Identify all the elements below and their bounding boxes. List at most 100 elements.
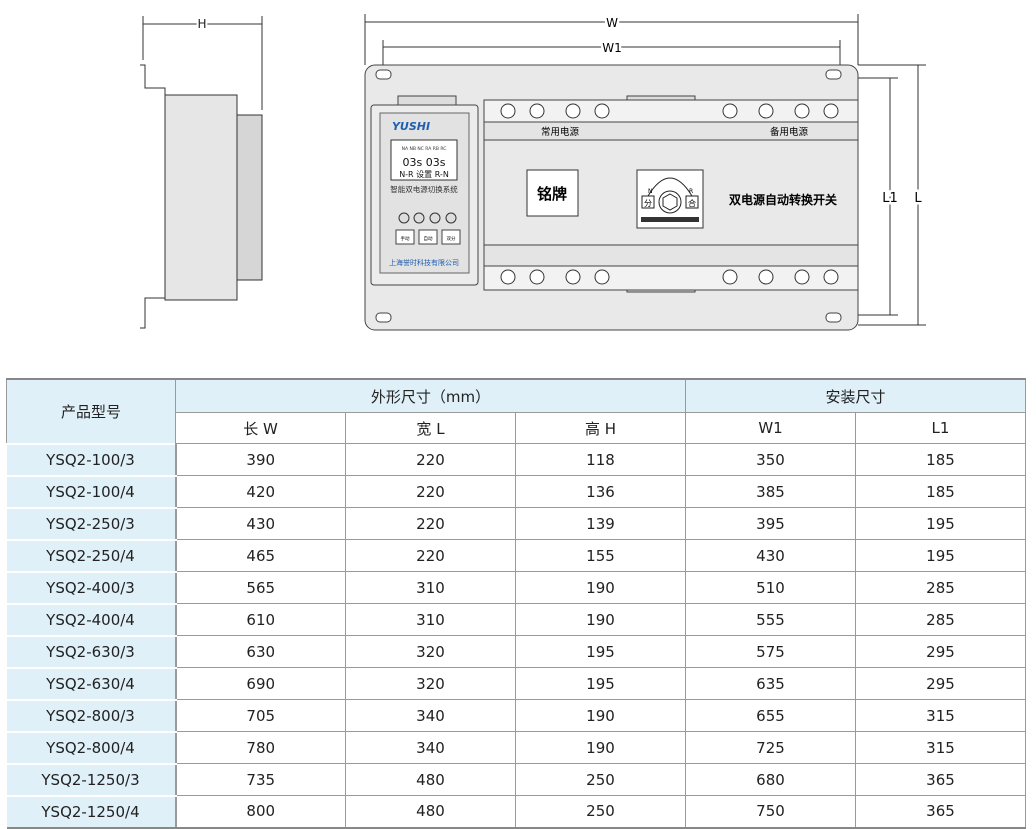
double-off-button: 双分 xyxy=(447,235,456,242)
model-cell: YSQ2-400/4 xyxy=(6,602,177,637)
value-cell: 190 xyxy=(515,603,686,636)
dim-w-label: W xyxy=(606,16,618,30)
display-value: 03s 03s xyxy=(403,156,446,169)
brand-logo: YUSHI xyxy=(392,120,430,133)
value-cell: 735 xyxy=(175,763,346,796)
value-cell: 610 xyxy=(175,603,346,636)
handle-on: 合 xyxy=(688,198,696,208)
model-cell: YSQ2-100/3 xyxy=(6,442,177,477)
model-cell: YSQ2-100/4 xyxy=(6,474,177,509)
nameplate-label: 铭牌 xyxy=(537,185,567,203)
display-labels: NA NB NC RA RB RC xyxy=(402,146,447,152)
value-cell: 630 xyxy=(175,635,346,668)
value-cell: 118 xyxy=(515,443,686,476)
value-cell: 185 xyxy=(855,443,1026,476)
model-cell: YSQ2-800/4 xyxy=(6,730,177,765)
controller-name: 智能双电源切换系统 xyxy=(390,184,458,194)
value-cell: 465 xyxy=(175,539,346,572)
value-cell: 510 xyxy=(685,571,856,604)
column-header: L1 xyxy=(855,412,1026,444)
model-cell: YSQ2-400/3 xyxy=(6,570,177,605)
value-cell: 340 xyxy=(345,699,516,732)
column-header: W1 xyxy=(685,412,856,444)
value-cell: 195 xyxy=(515,667,686,700)
model-cell: YSQ2-250/4 xyxy=(6,538,177,573)
value-cell: 250 xyxy=(515,795,686,829)
outer-dimensions-header: 外形尺寸（mm） xyxy=(175,378,686,413)
value-cell: 800 xyxy=(175,795,346,829)
value-cell: 705 xyxy=(175,699,346,732)
display-modes: N-R 设置 R-N xyxy=(399,169,449,179)
value-cell: 295 xyxy=(855,667,1026,700)
model-header: 产品型号 xyxy=(6,378,176,444)
value-cell: 780 xyxy=(175,731,346,764)
value-cell: 565 xyxy=(175,571,346,604)
front-view xyxy=(364,64,859,331)
model-cell: YSQ2-250/3 xyxy=(6,506,177,541)
product-title: 双电源自动转换开关 xyxy=(729,192,837,207)
value-cell: 220 xyxy=(345,539,516,572)
value-cell: 385 xyxy=(685,475,856,508)
dimension-lines xyxy=(364,14,926,326)
value-cell: 295 xyxy=(855,635,1026,668)
value-cell: 136 xyxy=(515,475,686,508)
value-cell: 725 xyxy=(685,731,856,764)
value-cell: 655 xyxy=(685,699,856,732)
model-cell: YSQ2-630/3 xyxy=(6,634,177,669)
value-cell: 315 xyxy=(855,731,1026,764)
value-cell: 690 xyxy=(175,667,346,700)
model-cell: YSQ2-800/3 xyxy=(6,698,177,733)
value-cell: 190 xyxy=(515,571,686,604)
value-cell: 250 xyxy=(515,763,686,796)
value-cell: 220 xyxy=(345,475,516,508)
column-header: 高 H xyxy=(515,412,686,444)
side-view xyxy=(140,16,263,329)
value-cell: 480 xyxy=(345,795,516,829)
value-cell: 390 xyxy=(175,443,346,476)
column-header: 宽 L xyxy=(345,412,516,444)
value-cell: 750 xyxy=(685,795,856,829)
value-cell: 190 xyxy=(515,731,686,764)
value-cell: 310 xyxy=(345,571,516,604)
value-cell: 315 xyxy=(855,699,1026,732)
value-cell: 320 xyxy=(345,635,516,668)
column-header: 长 W xyxy=(175,412,346,444)
value-cell: 480 xyxy=(345,763,516,796)
value-cell: 320 xyxy=(345,667,516,700)
handle-off: 分 xyxy=(644,199,652,208)
value-cell: 220 xyxy=(345,507,516,540)
value-cell: 430 xyxy=(685,539,856,572)
value-cell: 310 xyxy=(345,603,516,636)
value-cell: 340 xyxy=(345,731,516,764)
value-cell: 430 xyxy=(175,507,346,540)
handle-r: R xyxy=(689,188,693,195)
value-cell: 285 xyxy=(855,603,1026,636)
dim-h-label: H xyxy=(197,17,206,31)
normal-power-label: 常用电源 xyxy=(541,126,580,138)
value-cell: 285 xyxy=(855,571,1026,604)
value-cell: 195 xyxy=(855,539,1026,572)
value-cell: 635 xyxy=(685,667,856,700)
value-cell: 395 xyxy=(685,507,856,540)
value-cell: 185 xyxy=(855,475,1026,508)
value-cell: 139 xyxy=(515,507,686,540)
company-name: 上海誉时科技有限公司 xyxy=(389,258,459,267)
dim-l1-label: L1 xyxy=(882,191,898,206)
value-cell: 190 xyxy=(515,699,686,732)
value-cell: 220 xyxy=(345,443,516,476)
backup-power-label: 备用电源 xyxy=(770,126,809,138)
value-cell: 365 xyxy=(855,795,1026,829)
auto-button: 自动 xyxy=(424,235,433,242)
manual-button: 手动 xyxy=(401,235,410,242)
dim-w1-label: W1 xyxy=(602,41,622,55)
value-cell: 195 xyxy=(515,635,686,668)
